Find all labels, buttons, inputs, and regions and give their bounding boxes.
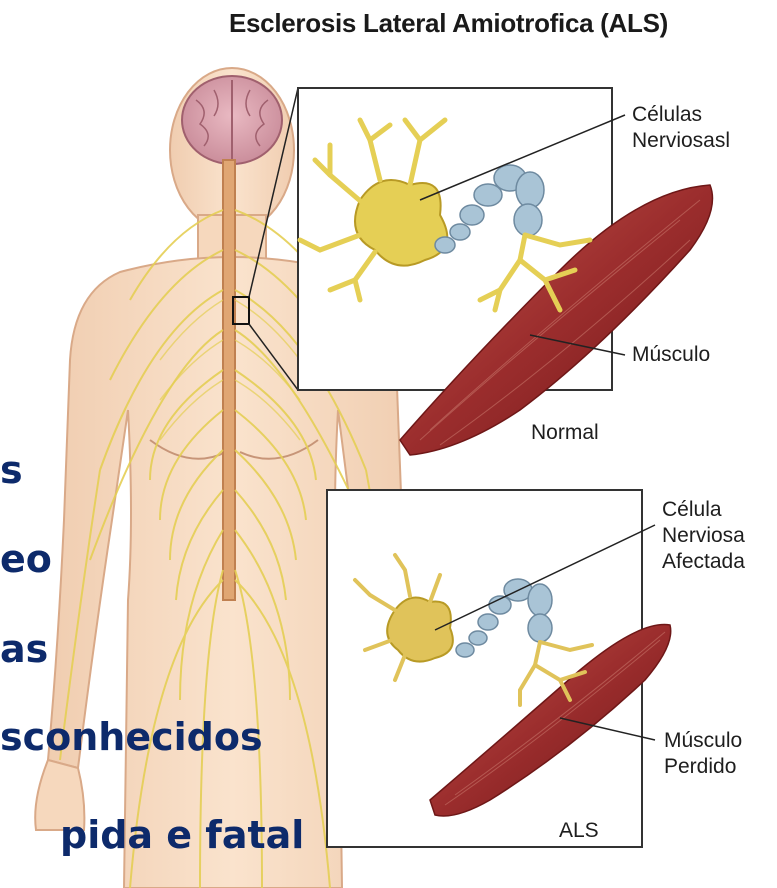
label-nerve-cells-normal: Células Nerviosasl — [632, 102, 730, 154]
overlay-text-line-1: s — [0, 448, 23, 492]
label-muscle-lost: Músculo Perdido — [664, 728, 742, 780]
label-line: Nerviosa — [662, 523, 745, 549]
overlay-text-line-4: sconhecidos — [0, 715, 263, 759]
panel-als — [327, 490, 671, 847]
brain — [182, 76, 282, 164]
label-line: Afectada — [662, 549, 745, 575]
caption-als: ALS — [559, 818, 599, 844]
overlay-text-line-2: eo — [0, 537, 52, 581]
overlay-text-line-5: pida e fatal — [60, 813, 304, 857]
caption-normal: Normal — [531, 420, 599, 446]
overlay-text-line-3: as — [0, 627, 48, 671]
label-line: Nerviosasl — [632, 128, 730, 154]
diagram-title: Esclerosis Lateral Amiotrofica (ALS) — [0, 8, 777, 39]
label-line: Músculo — [664, 728, 742, 754]
label-line: Célula — [662, 497, 745, 523]
label-nerve-cell-affected: Célula Nerviosa Afectada — [662, 497, 745, 575]
label-line: Células — [632, 102, 730, 128]
label-line: Perdido — [664, 754, 742, 780]
label-muscle-normal: Músculo — [632, 342, 710, 368]
